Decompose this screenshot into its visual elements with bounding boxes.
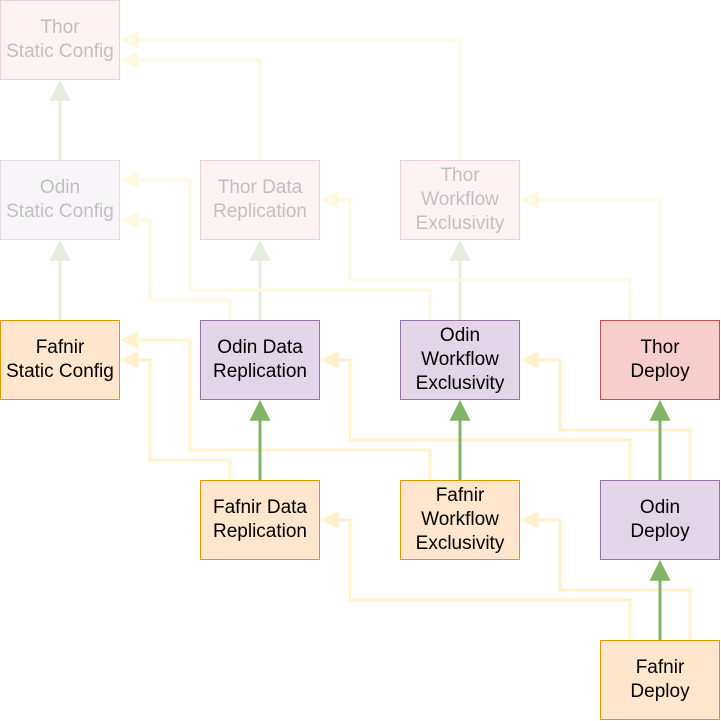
odin-data-replication-node[interactable]: Odin Data Replication bbox=[200, 320, 320, 400]
fafnir-data-replication-label: Fafnir Data Replication bbox=[213, 497, 307, 542]
fafnir-deploy-label: Fafnir Deploy bbox=[630, 657, 690, 702]
edge-odin-deploy-to-odin-data bbox=[320, 351, 632, 480]
fafnir-data-replication-node[interactable]: Fafnir Data Replication bbox=[200, 480, 320, 560]
odin-workflow-exclusivity-label: Odin Workflow Exclusivity bbox=[415, 325, 505, 394]
edge-thor-deploy-to-thor-workflow bbox=[520, 191, 662, 320]
thor-deploy-label: Thor Deploy bbox=[630, 337, 690, 382]
edge-odin-data-to-odin-static bbox=[120, 211, 232, 320]
edge-fafnir-deploy-to-fafnir-data bbox=[320, 511, 632, 640]
edge-fafnir-workflow-to-fafnir-static bbox=[120, 331, 432, 480]
thor-data-replication-label: Thor Data Replication bbox=[213, 177, 307, 222]
edge-odin-workflow-to-odin-static bbox=[120, 171, 432, 320]
fafnir-workflow-exclusivity-label: Fafnir Workflow Exclusivity bbox=[415, 485, 505, 554]
thor-static-config-label: Thor Static Config bbox=[6, 17, 114, 62]
edge-thor-workflow-to-thor-static bbox=[120, 31, 462, 160]
thor-data-replication-node[interactable]: Thor Data Replication bbox=[200, 160, 320, 240]
odin-deploy-node[interactable]: Odin Deploy bbox=[600, 480, 720, 560]
fafnir-workflow-exclusivity-node[interactable]: Fafnir Workflow Exclusivity bbox=[400, 480, 520, 560]
odin-data-replication-label: Odin Data Replication bbox=[213, 337, 307, 382]
thor-static-config-node[interactable]: Thor Static Config bbox=[0, 0, 120, 80]
odin-deploy-label: Odin Deploy bbox=[630, 497, 690, 542]
odin-static-config-label: Odin Static Config bbox=[6, 177, 114, 222]
thor-deploy-node[interactable]: Thor Deploy bbox=[600, 320, 720, 400]
thor-workflow-exclusivity-node[interactable]: Thor Workflow Exclusivity bbox=[400, 160, 520, 240]
edge-odin-deploy-to-odin-workflow bbox=[520, 351, 692, 480]
edge-fafnir-deploy-to-fafnir-workflow bbox=[520, 511, 692, 640]
thor-workflow-exclusivity-label: Thor Workflow Exclusivity bbox=[415, 165, 505, 234]
edge-thor-deploy-to-thor-data bbox=[320, 191, 632, 320]
odin-workflow-exclusivity-node[interactable]: Odin Workflow Exclusivity bbox=[400, 320, 520, 400]
fafnir-static-config-node[interactable]: Fafnir Static Config bbox=[0, 320, 120, 400]
fafnir-deploy-node[interactable]: Fafnir Deploy bbox=[600, 640, 720, 720]
fafnir-static-config-label: Fafnir Static Config bbox=[6, 337, 114, 382]
odin-static-config-node[interactable]: Odin Static Config bbox=[0, 160, 120, 240]
edge-fafnir-data-to-fafnir-static bbox=[120, 351, 232, 480]
edge-thor-data-to-thor-static bbox=[120, 51, 262, 160]
